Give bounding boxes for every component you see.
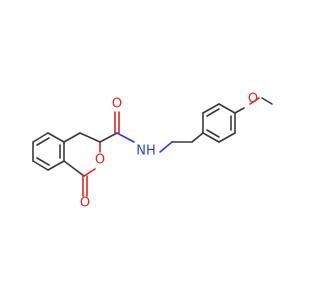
amide-group (99, 111, 135, 143)
molecule-structure-diagram: O O O NH O (32, 92, 273, 211)
benzene-ring-left (32, 132, 65, 171)
lactone-carbonyl (82, 175, 88, 197)
ethyl-linker (159, 132, 204, 153)
benzene-ring-right (202, 103, 236, 143)
methoxy-group (234, 97, 273, 114)
amide-nh-label: NH (136, 144, 156, 159)
methoxy-oxygen-label: O (248, 92, 258, 107)
lactone-ring-oxygen-label: O (95, 153, 105, 168)
amide-carbonyl-oxygen-label: O (112, 97, 122, 112)
lactone-ring (63, 132, 101, 177)
lactone-carbonyl-oxygen-label: O (80, 196, 90, 211)
